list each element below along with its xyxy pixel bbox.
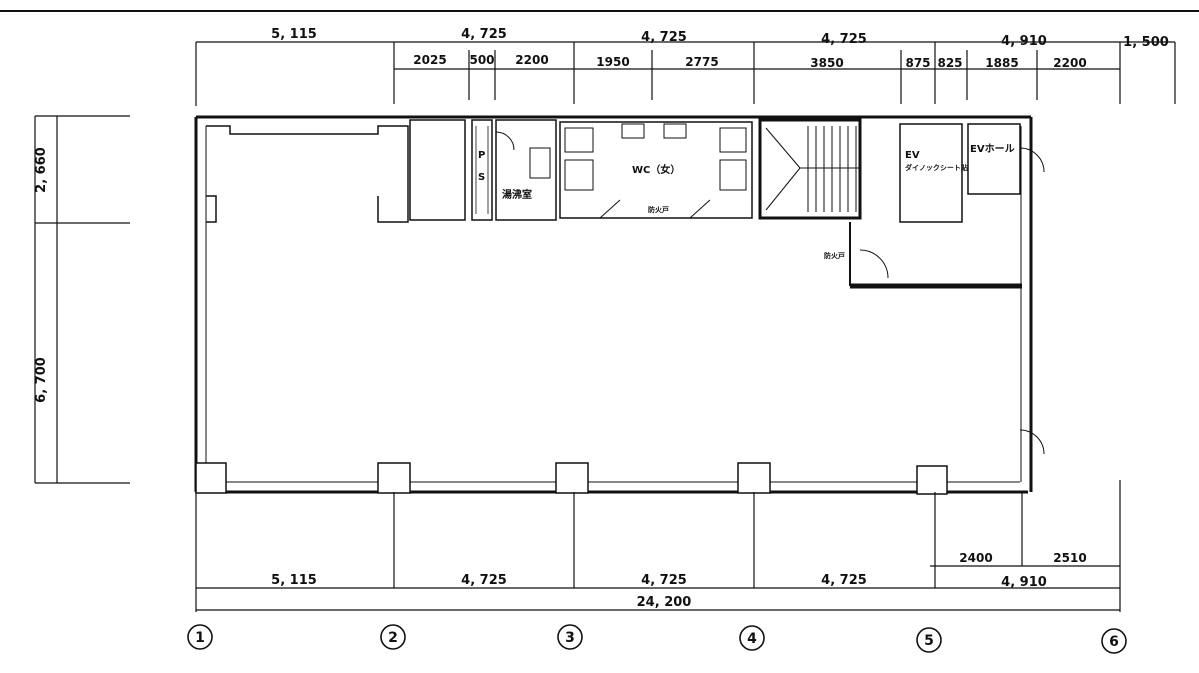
dim-bottom-5: 4, 910 <box>1001 575 1047 590</box>
dim-bottom-3: 4, 725 <box>641 573 687 588</box>
left-dimension-lines <box>34 115 130 484</box>
dim-sub-9: 1885 <box>985 56 1018 70</box>
kitchen-room <box>495 119 557 221</box>
axis-1: 1 <box>195 630 205 646</box>
dim-bottom-1: 5, 115 <box>271 573 317 588</box>
top-left-room <box>206 119 466 223</box>
ps-label-p: P <box>478 150 485 161</box>
dim-top-4: 4, 725 <box>821 32 867 47</box>
dim-top-6: 1, 500 <box>1123 35 1169 50</box>
dim-bottom-sub-2: 2510 <box>1053 551 1086 565</box>
stair-door-label: 防火戸 <box>824 251 845 260</box>
dim-top-3: 4, 725 <box>641 30 687 45</box>
dim-left-2: 6, 700 <box>34 357 49 403</box>
ps-label-s: S <box>478 172 485 183</box>
dim-top-2: 4, 725 <box>461 27 507 42</box>
dim-bottom-sub-1: 2400 <box>959 551 992 565</box>
axis-bubbles <box>187 624 1127 654</box>
dim-sub-5: 2775 <box>685 55 718 69</box>
wc-label: WC（女） <box>632 163 680 176</box>
bottom-columns <box>195 462 948 495</box>
dim-sub-7: 875 <box>905 56 930 70</box>
dim-bottom-4: 4, 725 <box>821 573 867 588</box>
axis-6: 6 <box>1109 634 1119 650</box>
axis-2: 2 <box>388 630 398 646</box>
top-dimension-lines <box>195 41 1176 106</box>
dim-total: 24, 200 <box>637 595 692 610</box>
ev-label: EV <box>905 150 920 161</box>
dim-bottom-2: 4, 725 <box>461 573 507 588</box>
building-outline <box>194 115 1033 494</box>
dim-sub-2: 500 <box>469 53 494 67</box>
dim-left-1: 2, 660 <box>34 147 49 193</box>
wc-room <box>559 121 753 219</box>
dim-sub-4: 1950 <box>596 55 629 69</box>
dim-top-5: 4, 910 <box>1001 34 1047 49</box>
dim-sub-3: 2200 <box>515 53 548 67</box>
dim-sub-1: 2025 <box>413 53 446 67</box>
stairwell <box>758 118 862 220</box>
wc-door-label: 防火戸 <box>648 205 669 214</box>
axis-3: 3 <box>565 630 575 646</box>
ps-room <box>471 119 493 221</box>
dim-top-1: 5, 115 <box>271 27 317 42</box>
dim-sub-6: 3850 <box>810 56 843 70</box>
dim-sub-8: 825 <box>937 56 962 70</box>
ev-hall-label: EVホール <box>970 143 1015 155</box>
bottom-dimension-lines <box>195 480 1121 612</box>
axis-5: 5 <box>924 633 934 649</box>
dim-sub-10: 2200 <box>1053 56 1086 70</box>
ev-sub-label: ダイノックシート貼 <box>905 163 968 172</box>
kitchen-label: 湯沸室 <box>502 188 532 201</box>
elevator-area <box>859 123 1045 455</box>
axis-4: 4 <box>747 631 757 647</box>
